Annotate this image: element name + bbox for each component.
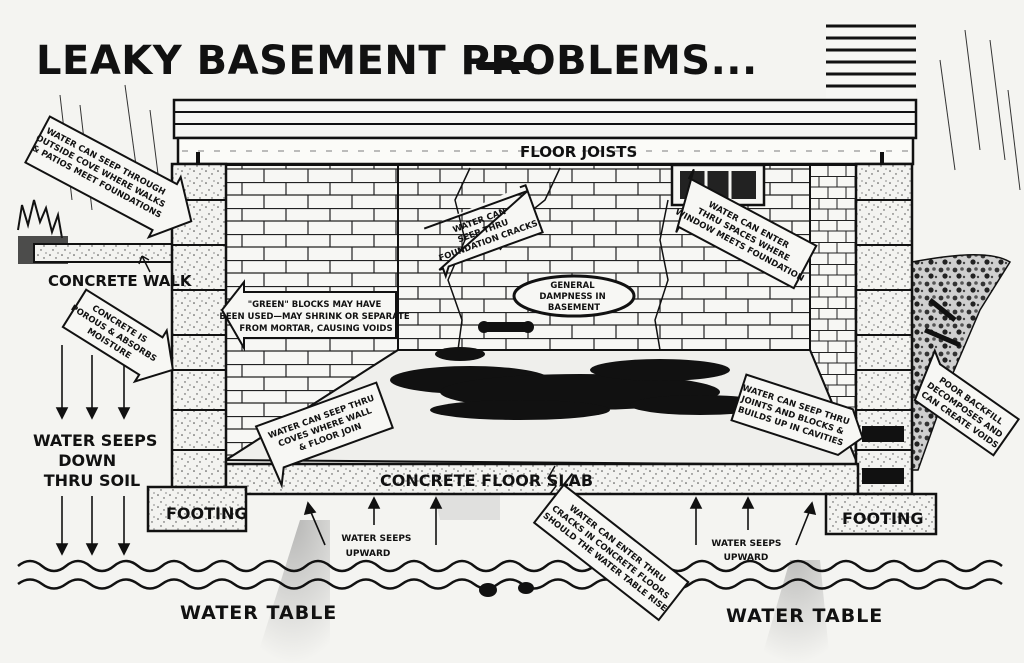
left-wall-joints	[172, 199, 226, 451]
pipe-fitting	[478, 321, 534, 333]
label-water-table-right: WATER TABLE	[726, 605, 883, 627]
callout-coves: WATER CAN SEEP THRU COVES WHERE WALL & F…	[254, 381, 394, 489]
footing-right	[824, 492, 938, 536]
footing-left	[146, 485, 248, 533]
dampness-oval: GENERAL DAMPNESS IN BASEMENT	[512, 274, 636, 318]
water-blobs	[479, 582, 534, 597]
right-foundation-wall	[854, 162, 914, 496]
walk-pointer-icon	[138, 255, 151, 273]
label-water-seeps-down: WATER SEEPS DOWN THRU SOIL	[33, 431, 163, 490]
label-footing-right: FOOTING	[842, 509, 924, 528]
svg-text:GENERAL DAMPNESS IN: GENERAL DAMPNESS IN BASEMENT	[539, 281, 608, 313]
svg-text:WATER CAN ENTER THRU CRA: WATER CAN ENTER THRU CRACKS IN CONCRETE …	[541, 494, 683, 614]
label-seeps-upward-right: WATER SEEPS UPWARD	[711, 539, 784, 563]
page-title: LEAKY BASEMENT PROBLEMS...	[36, 38, 758, 84]
callout-floor-cracks: WATER CAN ENTER THRU CRACKS IN CONCRETE …	[532, 473, 690, 622]
label-water-table-left: WATER TABLE	[180, 602, 337, 624]
water-table	[17, 559, 1003, 590]
right-wall-joints	[856, 199, 912, 451]
concrete-floor-slab	[224, 462, 860, 496]
block-cavity-1	[862, 426, 904, 442]
house-siding	[172, 22, 918, 140]
svg-text:"GREEN" BLOCKS MAY HAVE: "GREEN" BLOCKS MAY HAVE BEEN USED—MAY SH…	[219, 300, 412, 334]
slab-crack	[547, 465, 557, 495]
floor-joists	[176, 136, 915, 180]
callout-porous-concrete: CONCRETE IS POROUS & ABSORBS MOISTURE	[61, 288, 175, 384]
concrete-walk	[17, 199, 177, 264]
label-floor-joists: FLOOR JOISTS	[520, 143, 637, 161]
label-concrete-floor-slab: CONCRETE FLOOR SLAB	[380, 471, 593, 490]
up-arrows	[303, 496, 817, 546]
label-concrete-walk: CONCRETE WALK	[48, 272, 193, 290]
label-footing-left: FOOTING	[166, 504, 248, 523]
block-cavity-2	[862, 468, 904, 484]
label-seeps-upward-left: WATER SEEPS UPWARD	[341, 534, 414, 559]
callout-green-blocks: "GREEN" BLOCKS MAY HAVE BEEN USED—MAY SH…	[219, 279, 412, 352]
